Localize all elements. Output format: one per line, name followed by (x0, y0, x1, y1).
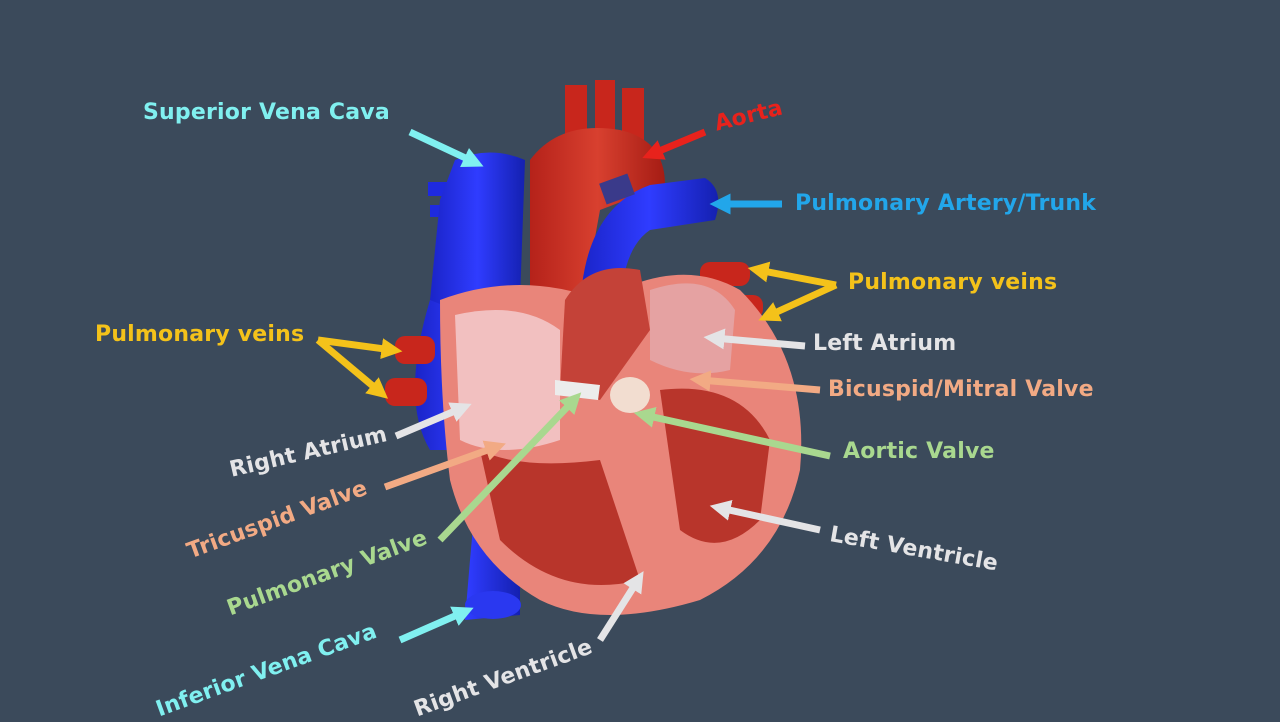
label-pulmonary-veins-right: Pulmonary veins (848, 270, 1058, 295)
label-pulmonary-artery: Pulmonary Artery/Trunk (795, 191, 1097, 216)
label-mitral-valve: Bicuspid/Mitral Valve (828, 377, 1094, 402)
label-left-atrium: Left Atrium (813, 331, 957, 356)
label-pulmonary-veins-left: Pulmonary veins (95, 322, 305, 347)
aorta-shape (530, 80, 665, 320)
label-arrows (315, 128, 838, 644)
label-superior-vena-cava: Superior Vena Cava (143, 100, 390, 125)
label-aortic-valve: Aortic Valve (843, 439, 995, 464)
